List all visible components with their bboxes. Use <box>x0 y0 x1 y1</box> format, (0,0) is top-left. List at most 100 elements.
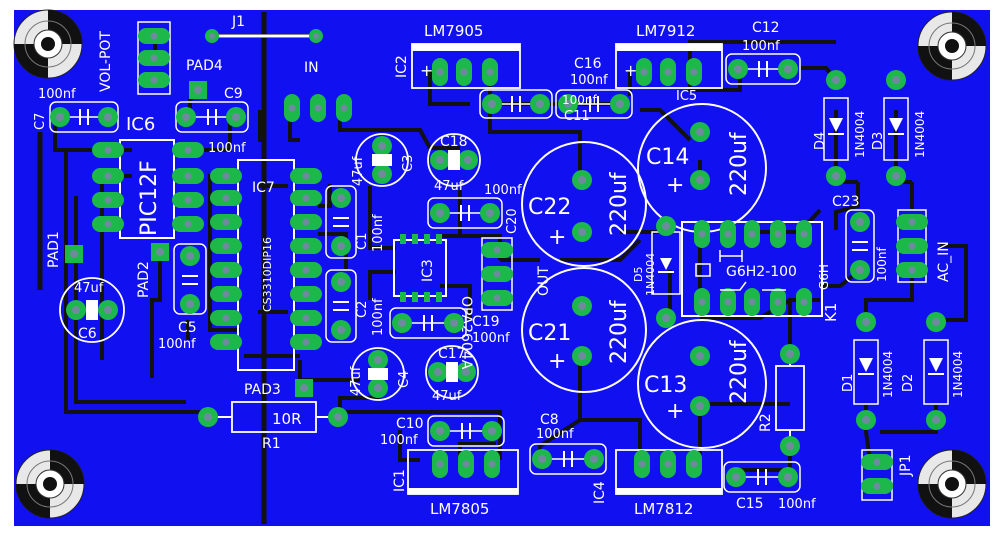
pad4-label: PAD4 <box>186 58 223 74</box>
c15-pad <box>778 467 798 487</box>
pad3-label: PAD3 <box>244 382 281 398</box>
ic2-part: LM7905 <box>424 22 483 40</box>
c7-pad <box>50 107 70 127</box>
ac-in-pin <box>896 214 928 230</box>
c14-cap: C14 + 220uf <box>637 103 767 233</box>
out-pin <box>481 266 513 282</box>
c3-pad <box>372 164 392 184</box>
c9-label: C9 <box>224 86 243 102</box>
c6-outline <box>59 277 125 343</box>
in-pin <box>284 94 300 122</box>
pad1-pad <box>65 245 83 263</box>
c3-value: 47uf <box>351 156 366 186</box>
d3-outline <box>883 97 909 161</box>
d4-outline <box>823 97 849 161</box>
k1-part: G6H2-100 <box>726 264 797 280</box>
c10-pad <box>430 421 450 441</box>
ic2-pin <box>456 58 472 86</box>
c23-pad <box>850 212 870 232</box>
ic5-pin <box>660 58 676 86</box>
ic5-pin <box>636 58 652 86</box>
ic1-label: IC1 <box>392 469 408 492</box>
r1-pad <box>328 407 348 427</box>
c3-outline <box>355 133 409 187</box>
d3-value: 1N4004 <box>913 111 927 158</box>
ic1-pin <box>432 450 448 478</box>
c5-label: C5 <box>178 320 197 336</box>
d1-pad <box>856 410 876 430</box>
c13-label: C13 <box>644 373 687 398</box>
d4-pad <box>826 70 846 90</box>
ic6-outline <box>119 139 175 239</box>
c20-pad <box>430 203 450 223</box>
ic4-pin <box>634 450 650 478</box>
mounting-hole-br <box>917 449 987 519</box>
c19-pad <box>444 313 464 333</box>
d1-value: 1N4004 <box>881 351 895 398</box>
c6-label: C6 <box>78 326 97 342</box>
c15-pad <box>726 467 746 487</box>
c6-value: 47uf <box>74 281 104 296</box>
c8-pad <box>584 449 604 469</box>
d4-label: D4 <box>813 132 828 150</box>
ac-in-label: AC_IN <box>936 241 952 282</box>
ic1-pin <box>458 450 474 478</box>
ic2-pin <box>482 58 498 86</box>
d5-value: 1N4004 <box>644 253 657 296</box>
c2-outline <box>325 269 357 343</box>
vol-pot-pin <box>138 50 170 66</box>
jp1-pin <box>861 454 893 470</box>
c17-value: 47uf <box>432 389 462 404</box>
r1-value: 10R <box>272 410 302 428</box>
c4-label: C4 <box>397 371 412 388</box>
c20-outline <box>427 197 503 229</box>
c10-pad <box>482 421 502 441</box>
r2-pad <box>780 344 800 364</box>
c10-label: C10 <box>396 416 424 432</box>
ic4-pin <box>660 450 676 478</box>
vol-pot-pin <box>138 28 170 44</box>
k1-label: K1 <box>822 303 840 322</box>
pad2-label: PAD2 <box>136 261 152 298</box>
d4-value: 1N4004 <box>853 111 867 158</box>
c7-pad <box>98 107 118 127</box>
d1-pad <box>856 312 876 332</box>
c23-outline <box>845 209 875 283</box>
c6-body <box>86 300 98 320</box>
c16-pad <box>530 94 550 114</box>
ic4-pin <box>686 450 702 478</box>
c14-plus: + <box>666 173 684 198</box>
c6-pad <box>66 300 86 320</box>
out-label: OUT <box>536 266 552 296</box>
ic4-part: LM7812 <box>634 500 693 518</box>
c15-outline <box>723 461 801 493</box>
d3-pad <box>886 70 906 90</box>
ic2-label: IC2 <box>394 55 410 78</box>
j1-pad <box>205 29 219 43</box>
in-pin <box>310 94 326 122</box>
c23-value: 100nf <box>875 246 889 282</box>
c3-pad <box>372 136 392 156</box>
c11-value: 100nf <box>562 93 598 107</box>
c7-value: 100nf <box>38 87 76 102</box>
ic5-label: IC5 <box>676 89 697 104</box>
d3-pad <box>886 166 906 186</box>
c14-label: C14 <box>646 145 689 170</box>
ic2-plus: + <box>420 61 433 80</box>
r1-label: R1 <box>262 436 281 452</box>
d4-pad <box>826 166 846 186</box>
c2-pad <box>331 272 351 292</box>
c6-pad <box>98 300 118 320</box>
c7-label: C7 <box>33 113 48 130</box>
ic1-pin <box>484 450 500 478</box>
c4-pad <box>368 378 388 398</box>
c13-cap: C13 + 220uf <box>637 319 767 449</box>
c22-cap: C22 + 220uf <box>521 141 647 267</box>
d1-label: D1 <box>841 374 856 392</box>
c18-pad <box>430 150 450 170</box>
pad2-pad <box>151 243 169 261</box>
in-label: IN <box>304 60 319 76</box>
ic3-label: IC3 <box>420 259 436 282</box>
c22-value: 220uf <box>607 171 632 236</box>
